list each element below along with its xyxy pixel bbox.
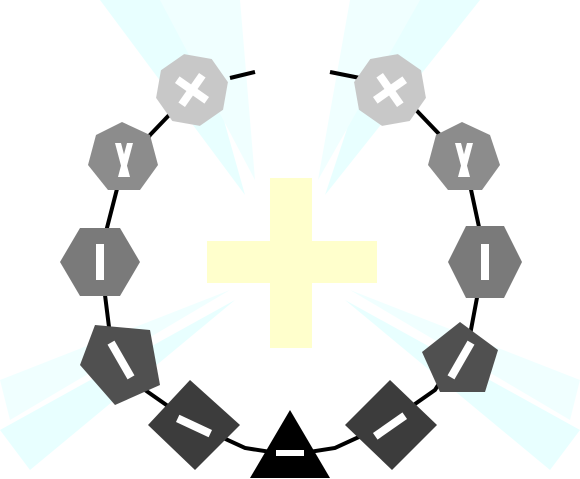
- right-square-node: [345, 380, 437, 470]
- right-hexagon-node: [448, 226, 522, 298]
- bar-glyph-icon: [107, 340, 135, 380]
- left-hexagon-node: [60, 228, 140, 296]
- x-glyph-icon: [115, 143, 133, 177]
- plus-glyph-icon: [174, 72, 210, 108]
- bar-glyph-icon: [372, 412, 408, 440]
- left-octagon-node: [156, 54, 228, 126]
- plus-glyph-icon: [372, 72, 408, 108]
- bar-glyph-icon: [447, 340, 475, 380]
- right-octagon-node: [354, 54, 426, 126]
- bar-glyph-icon: [175, 414, 213, 438]
- left-heptagon-node: [88, 122, 158, 190]
- center-plus-icon: [207, 178, 377, 348]
- x-glyph-icon: [455, 143, 473, 177]
- left-pentagon-node: [80, 325, 160, 405]
- left-square-node: [148, 380, 240, 470]
- minus-glyph-icon: [276, 450, 304, 456]
- bottom-triangle-node: [250, 410, 330, 478]
- right-heptagon-node: [428, 122, 500, 190]
- right-pentagon-node: [422, 322, 498, 392]
- bar-glyph-icon: [96, 244, 104, 280]
- bar-glyph-icon: [481, 244, 489, 280]
